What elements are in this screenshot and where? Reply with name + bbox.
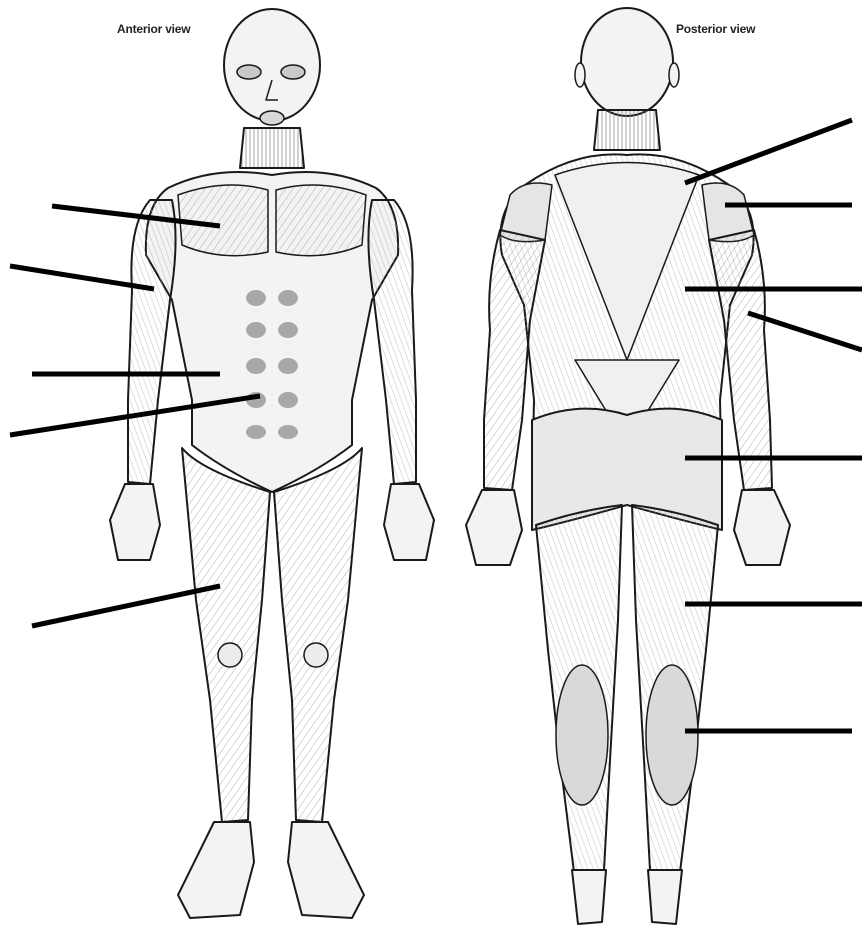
anterior-arm-left	[128, 200, 176, 484]
leader-line-p1	[685, 120, 852, 183]
anterior-knee-left	[218, 643, 242, 667]
leader-line-a5	[32, 586, 220, 626]
posterior-head	[581, 8, 673, 116]
anterior-knee-right	[304, 643, 328, 667]
anterior-hand-left	[110, 484, 160, 560]
anterior-eye-left	[237, 65, 261, 79]
anterior-pectoral-right	[276, 185, 366, 256]
posterior-hand-left	[466, 490, 522, 565]
anterior-head	[224, 9, 320, 121]
posterior-gluteals	[532, 409, 722, 530]
anterior-mouth	[260, 111, 284, 125]
posterior-neck	[594, 110, 660, 150]
posterior-calf-right	[646, 665, 698, 805]
anterior-foot-left	[178, 822, 254, 918]
anterior-leg-right	[274, 448, 362, 822]
anterior-leg-left	[182, 448, 270, 822]
posterior-figure	[466, 8, 790, 924]
anterior-hand-right	[384, 484, 434, 560]
anterior-figure	[110, 9, 434, 918]
anterior-neck	[240, 128, 304, 168]
posterior-ear-right	[669, 63, 679, 87]
posterior-calf-left	[556, 665, 608, 805]
posterior-heel-right	[648, 870, 682, 924]
posterior-hand-right	[734, 490, 790, 565]
anterior-arm-right	[368, 200, 416, 484]
posterior-ear-left	[575, 63, 585, 87]
anterior-foot-right	[288, 822, 364, 918]
anterior-eye-right	[281, 65, 305, 79]
posterior-heel-left	[572, 870, 606, 924]
